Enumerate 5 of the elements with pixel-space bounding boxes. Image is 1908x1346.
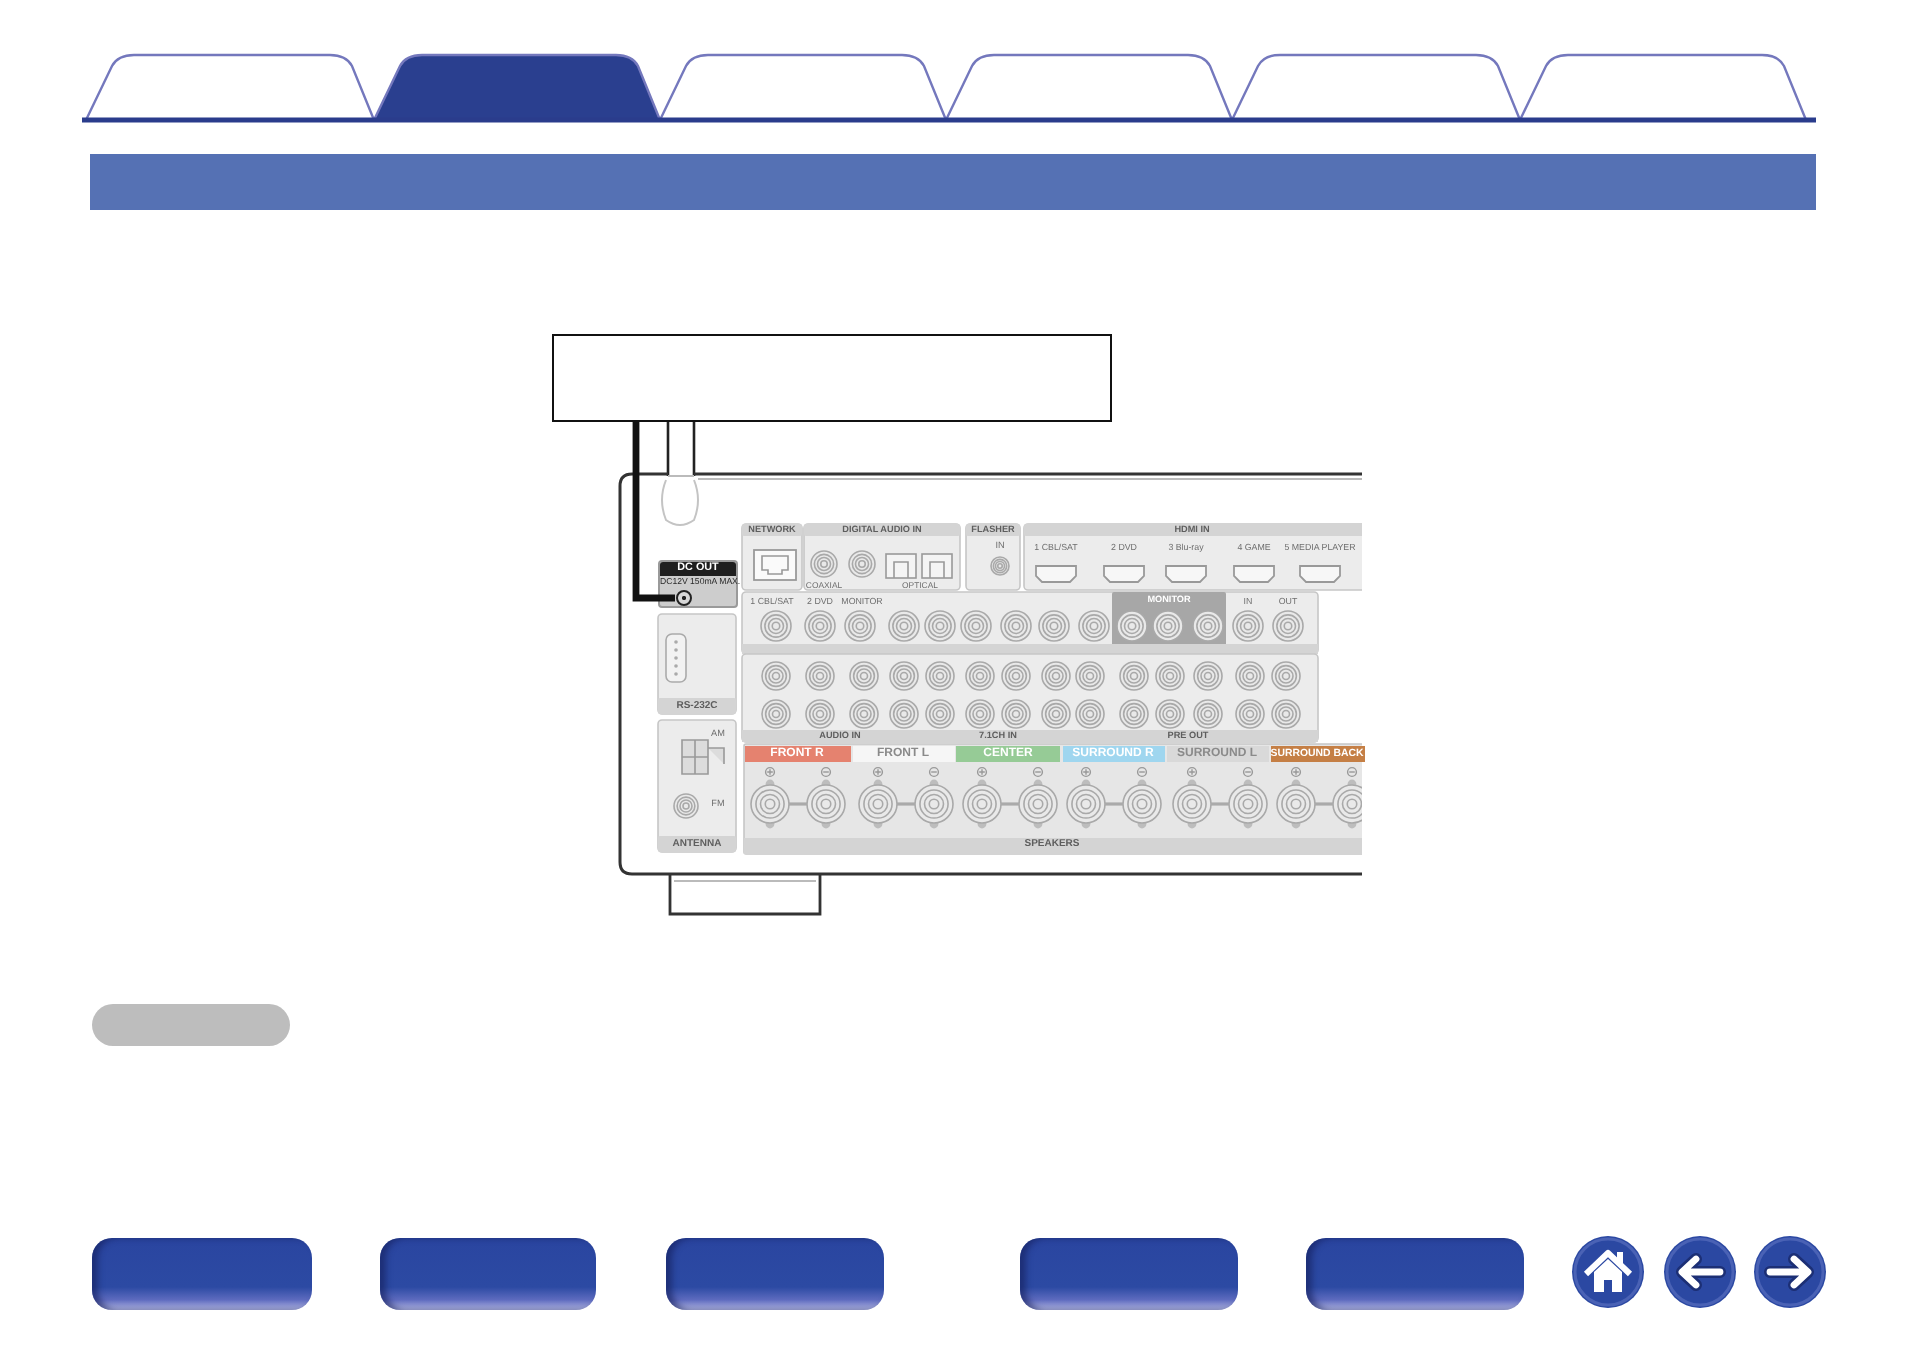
note-tag: [92, 1004, 290, 1046]
empty-box: [552, 334, 1112, 422]
dc-jack: [675, 590, 691, 606]
dc-out-panel: [658, 560, 738, 608]
cable-line: [632, 422, 675, 602]
